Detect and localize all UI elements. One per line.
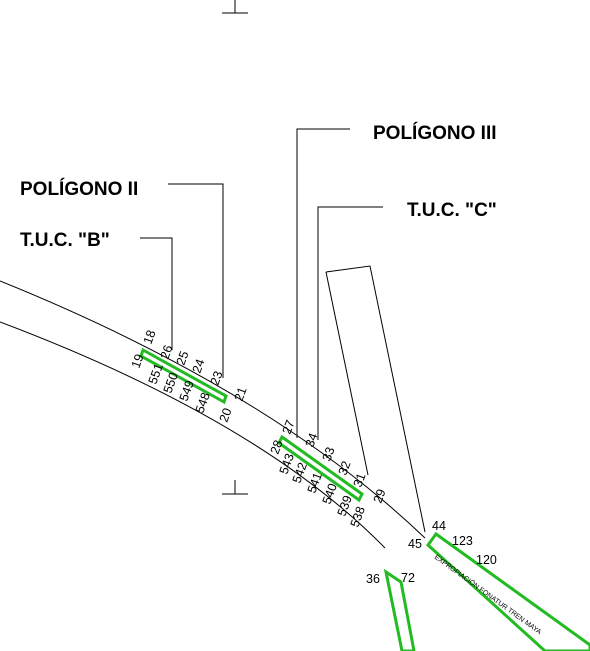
label-poligono-ii: POLÍGONO II	[20, 178, 138, 200]
vertex-23: 23	[208, 369, 226, 387]
label-tuc-b: T.U.C. "B"	[20, 230, 110, 251]
vertex-120: 120	[476, 553, 497, 567]
survey-marker-middle	[222, 480, 248, 495]
leader-poligono-iii	[296, 128, 350, 438]
vertex-24: 24	[190, 357, 208, 375]
vertex-541: 541	[305, 471, 325, 495]
vertex-44: 44	[432, 519, 446, 533]
vertex-549: 549	[177, 379, 197, 403]
vertex-548: 548	[193, 391, 213, 415]
vertex-33: 33	[320, 445, 338, 463]
vertex-20: 20	[217, 406, 235, 424]
vertex-543: 543	[277, 452, 297, 476]
label-tuc-c: T.U.C. "C"	[407, 200, 497, 221]
vertex-123: 123	[452, 534, 473, 548]
road-edge-inner	[0, 321, 386, 549]
polygon-lower-strip	[383, 568, 416, 651]
vertex-550: 550	[161, 371, 181, 395]
parcel-outline	[325, 265, 426, 533]
vertex-25: 25	[174, 349, 192, 367]
vertex-36: 36	[366, 572, 380, 586]
vertex-31: 31	[351, 471, 369, 489]
vertex-540: 540	[320, 482, 340, 506]
survey-marker-top	[222, 0, 248, 14]
vertex-539: 539	[335, 494, 355, 518]
vertex-34: 34	[303, 431, 321, 449]
vertex-538: 538	[348, 505, 368, 529]
polygon-expropiacion	[425, 531, 590, 651]
polygon-tuc-c	[277, 434, 364, 503]
leader-tuc-c	[317, 206, 383, 440]
label-poligono-iii: POLÍGONO III	[373, 122, 497, 144]
vertex-21: 21	[232, 385, 250, 403]
vertex-32: 32	[336, 459, 354, 477]
vertex-542: 542	[290, 461, 310, 485]
vertex-19: 19	[129, 352, 147, 370]
vertex-27: 27	[280, 418, 298, 436]
vertex-45: 45	[408, 537, 422, 551]
vertex-551: 551	[146, 362, 166, 386]
vertex-72: 72	[401, 571, 415, 585]
road-edge-outer	[0, 280, 426, 539]
leader-poligono-ii	[168, 183, 224, 378]
vertex-18: 18	[141, 328, 159, 346]
leader-tuc-b	[140, 237, 173, 350]
vertex-26: 26	[158, 343, 176, 361]
polygon-tuc-b	[139, 347, 228, 405]
vertex-29: 29	[371, 487, 389, 505]
vertex-28: 28	[268, 438, 286, 456]
